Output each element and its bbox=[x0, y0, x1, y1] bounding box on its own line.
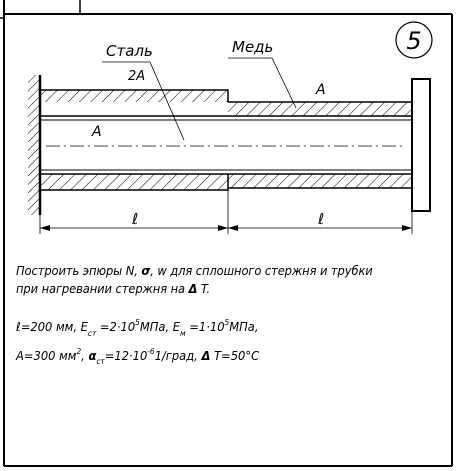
params-line-2: A=300 мм2, αст=12·10-61/град, Δ T=50°C bbox=[16, 346, 260, 367]
copper-tube bbox=[228, 101, 412, 189]
task-line-1: Построить эпюры N, σ, w для сплошного ст… bbox=[16, 263, 373, 278]
label-area-steel: 2A bbox=[128, 69, 145, 84]
fixed-wall-left bbox=[28, 75, 42, 215]
problem-number-badge: 5 bbox=[395, 21, 433, 59]
length-left: ℓ bbox=[131, 210, 138, 228]
problem-number: 5 bbox=[406, 27, 421, 55]
label-steel: Сталь bbox=[106, 42, 153, 60]
leader-lines bbox=[102, 57, 297, 141]
given-parameters: ℓ=200 мм, Eст =2·105МПа, Eм =1·105МПа, A… bbox=[16, 314, 412, 371]
label-area-copper: A bbox=[315, 82, 326, 98]
solid-rod bbox=[40, 115, 412, 175]
end-plate-right bbox=[411, 78, 431, 212]
length-right: ℓ bbox=[317, 210, 324, 228]
task-line-2: при нагревании стержня на Δ T. bbox=[16, 281, 211, 296]
params-line-1: ℓ=200 мм, Eст =2·105МПа, Eм =1·105МПа, bbox=[16, 318, 259, 338]
steel-tube bbox=[40, 89, 229, 191]
task-statement: Построить эпюры N, σ, w для сплошного ст… bbox=[16, 262, 412, 298]
label-area-rod: A bbox=[91, 124, 102, 140]
label-copper: Медь bbox=[232, 38, 273, 56]
dimension-lines bbox=[39, 190, 413, 234]
